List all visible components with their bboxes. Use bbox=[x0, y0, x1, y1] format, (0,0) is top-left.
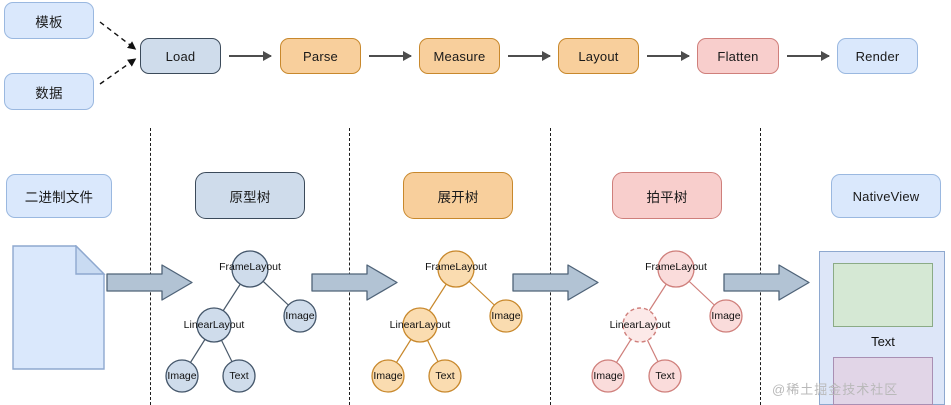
arrow-layout-to-flatten bbox=[647, 51, 690, 61]
arrow-flatten-to-render bbox=[787, 51, 830, 61]
arrow-load-to-parse bbox=[229, 51, 272, 61]
tree-prototype: FrameLayout LinearLayout Image Image Tex… bbox=[160, 240, 340, 405]
pipeline-step-load: Load bbox=[140, 38, 221, 74]
input-box-data: 数据 bbox=[4, 73, 94, 110]
pipeline-step-flatten: Flatten bbox=[697, 38, 779, 74]
stage-label-flattened-tree: 拍平树 bbox=[612, 172, 722, 219]
native-view-panel: Text bbox=[819, 251, 945, 405]
pipeline-step-parse-label: Parse bbox=[303, 48, 338, 64]
stage-label-expanded-tree-text: 展开树 bbox=[437, 189, 479, 205]
pipeline-step-render-label: Render bbox=[855, 48, 900, 64]
stage-label-binary-file-text: 二进制文件 bbox=[24, 190, 94, 205]
pipeline-step-layout-label: Layout bbox=[578, 48, 619, 64]
pipeline-step-layout: Layout bbox=[558, 38, 639, 74]
pipeline-step-measure-label: Measure bbox=[433, 48, 486, 64]
stage-label-native-view: NativeView bbox=[831, 174, 941, 218]
tree-flattened: FrameLayout LinearLayout Image Image Tex… bbox=[586, 240, 766, 405]
stage-label-native-view-text: NativeView bbox=[852, 188, 920, 204]
arrow-measure-to-layout bbox=[508, 51, 551, 61]
tree-expanded: FrameLayout LinearLayout Image Image Tex… bbox=[366, 240, 546, 405]
separator-3 bbox=[550, 128, 551, 405]
block-arrow-2 bbox=[311, 264, 398, 301]
stage-label-prototype-tree: 原型树 bbox=[195, 172, 305, 219]
binary-file-icon bbox=[12, 245, 106, 370]
input-box-template: 模板 bbox=[4, 2, 94, 39]
stage-label-prototype-tree-text: 原型树 bbox=[229, 189, 271, 205]
block-arrow-1 bbox=[106, 264, 193, 301]
stage-label-flattened-tree-text: 拍平树 bbox=[646, 189, 688, 205]
dashed-merge-arrows bbox=[99, 21, 137, 85]
pipeline-step-measure: Measure bbox=[419, 38, 500, 74]
stage-label-binary-file: 二进制文件 bbox=[6, 174, 112, 218]
watermark: @稀土掘金技术社区 bbox=[772, 382, 899, 397]
native-view-text-label: Text bbox=[871, 334, 895, 349]
native-view-green-block bbox=[833, 263, 933, 327]
stage-label-expanded-tree: 展开树 bbox=[403, 172, 513, 219]
pipeline-step-parse: Parse bbox=[280, 38, 361, 74]
arrow-parse-to-measure bbox=[369, 51, 412, 61]
separator-2 bbox=[349, 128, 350, 405]
block-arrow-3 bbox=[512, 264, 599, 301]
input-box-template-label: 模板 bbox=[35, 14, 63, 30]
separator-1 bbox=[150, 128, 151, 405]
pipeline-step-load-label: Load bbox=[165, 48, 196, 64]
block-arrow-4 bbox=[723, 264, 810, 301]
pipeline-step-render: Render bbox=[837, 38, 918, 74]
input-box-data-label: 数据 bbox=[35, 85, 63, 101]
separator-4 bbox=[760, 128, 761, 405]
pipeline-step-flatten-label: Flatten bbox=[717, 48, 759, 64]
